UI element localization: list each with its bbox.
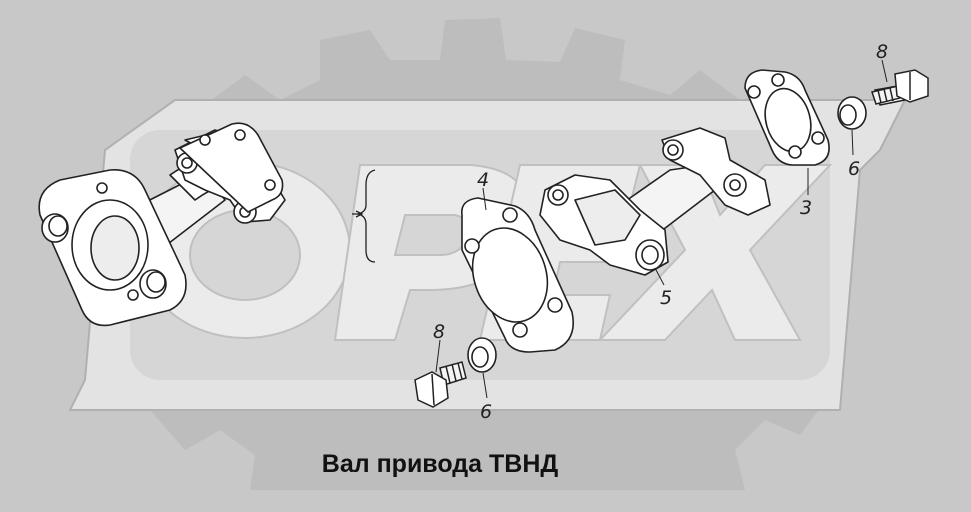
bolt-part-8-bottom [414, 361, 467, 408]
leader-line-5 [654, 267, 665, 286]
left-flange-bolt [139, 269, 167, 299]
callout-4: 4 [477, 169, 489, 191]
callout-6-bottom: 6 [480, 401, 492, 423]
leader-lines [435, 59, 888, 399]
callout-labels: 8 6 3 4 5 8 6 [433, 41, 888, 423]
left-flange-assembly [38, 122, 286, 327]
callout-8-top: 8 [876, 41, 888, 63]
right-fork-assembly [539, 127, 771, 276]
leader-line-6-bottom [482, 372, 488, 399]
callout-5: 5 [660, 287, 672, 309]
leader-line-4 [482, 187, 487, 211]
washer-part-6-top [837, 96, 867, 130]
left-flange-bolt [41, 213, 69, 243]
gasket-part-4 [461, 197, 574, 353]
callout-6-top: 6 [848, 158, 860, 180]
diagram-caption: Вал привода ТВНД [321, 450, 559, 478]
callout-8-bottom: 8 [433, 321, 445, 343]
bracket-brace [352, 169, 376, 263]
callout-3: 3 [800, 197, 812, 219]
washer-part-6-bottom [467, 337, 497, 373]
bolt-part-8-top [871, 69, 929, 106]
leader-line-8-top [881, 59, 888, 83]
leader-line-6-top [851, 129, 854, 156]
part-5-nut [635, 239, 665, 271]
gasket-part-3 [744, 69, 830, 166]
leader-line-8-bottom [435, 339, 441, 373]
